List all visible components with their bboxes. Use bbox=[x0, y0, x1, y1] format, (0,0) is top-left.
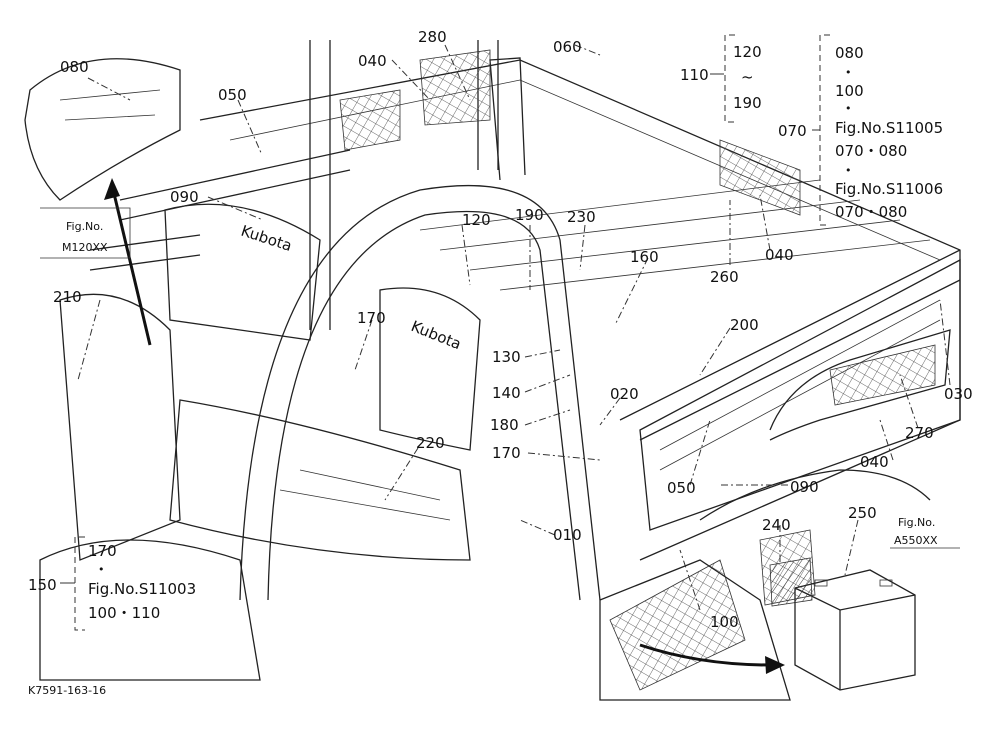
group-070-d1: • bbox=[845, 66, 852, 79]
callout-050: 050 bbox=[218, 86, 247, 104]
group-070-l3: Fig.No.S11005 bbox=[835, 119, 943, 137]
callout-220: 220 bbox=[416, 434, 445, 452]
callout-120: 120 bbox=[462, 211, 491, 229]
callout-210: 210 bbox=[53, 288, 82, 306]
kubota-logo-right: Kubota bbox=[409, 317, 464, 353]
callout-180: 180 bbox=[490, 416, 519, 434]
group-150-l2: Fig.No.S11003 bbox=[88, 580, 196, 598]
group-110-tilde: ~ bbox=[741, 68, 754, 86]
arrow-up-icon bbox=[110, 184, 152, 346]
group-070-l1: 080 bbox=[835, 44, 864, 62]
group-150-l3: 100・110 bbox=[88, 604, 160, 622]
battery-icon bbox=[769, 557, 916, 691]
figref-a550: Fig.No. A550XX bbox=[890, 516, 960, 549]
callout-150: 150 bbox=[28, 576, 57, 594]
callout-010: 010 bbox=[553, 526, 582, 544]
group-150-l1: 170 bbox=[88, 542, 117, 560]
callout-080: 080 bbox=[60, 58, 89, 76]
group-150-d1: • bbox=[98, 563, 105, 576]
figref-m120-line2: M120XX bbox=[62, 241, 108, 254]
group-070-l6: 070・080 bbox=[835, 203, 907, 221]
callout-130: 130 bbox=[492, 348, 521, 366]
callout-200: 200 bbox=[730, 316, 759, 334]
group-brackets bbox=[74, 34, 830, 631]
figref-m120: Fig.No. M120XX bbox=[40, 207, 131, 259]
group-070-d3: • bbox=[845, 164, 852, 177]
callout-260: 260 bbox=[710, 268, 739, 286]
callout-240: 240 bbox=[762, 516, 791, 534]
callout-190: 190 bbox=[515, 206, 544, 224]
callout-040: 040 bbox=[358, 52, 387, 70]
callout-050: 050 bbox=[667, 479, 696, 497]
callout-230: 230 bbox=[567, 208, 596, 226]
callout-170: 170 bbox=[492, 444, 521, 462]
group-150: 170 • Fig.No.S11003 100・110 bbox=[88, 542, 196, 622]
group-070-l4: 070・080 bbox=[835, 142, 907, 160]
group-110-bottom: 190 bbox=[733, 94, 762, 112]
group-070: 080 • 100 • Fig.No.S11005 070・080 • Fig.… bbox=[835, 44, 943, 221]
callout-labels: 080 040 280 060 110 050 090 120 190 230 … bbox=[28, 28, 973, 631]
arrow-right-icon bbox=[639, 643, 771, 667]
callout-040: 040 bbox=[860, 453, 889, 471]
callout-160: 160 bbox=[630, 248, 659, 266]
callout-090: 090 bbox=[790, 478, 819, 496]
callout-250: 250 bbox=[848, 504, 877, 522]
callout-170: 170 bbox=[357, 309, 386, 327]
callout-090: 090 bbox=[170, 188, 199, 206]
callout-070: 070 bbox=[778, 122, 807, 140]
callout-030: 030 bbox=[944, 385, 973, 403]
callout-020: 020 bbox=[610, 385, 639, 403]
callout-040: 040 bbox=[765, 246, 794, 264]
callout-060: 060 bbox=[553, 38, 582, 56]
figure-code: K7591-163-16 bbox=[28, 684, 106, 697]
kubota-logo-left: Kubota bbox=[239, 222, 294, 255]
group-110: 120 ~ 190 bbox=[733, 43, 762, 112]
group-110-top: 120 bbox=[733, 43, 762, 61]
group-070-l2: 100 bbox=[835, 82, 864, 100]
group-070-l5: Fig.No.S11006 bbox=[835, 180, 943, 198]
group-070-d2: • bbox=[845, 102, 852, 115]
callout-270: 270 bbox=[905, 424, 934, 442]
callout-100: 100 bbox=[710, 613, 739, 631]
callout-140: 140 bbox=[492, 384, 521, 402]
callout-280: 280 bbox=[418, 28, 447, 46]
figref-a550-line1: Fig.No. bbox=[898, 516, 935, 529]
callout-110: 110 bbox=[680, 66, 709, 84]
figref-m120-line1: Fig.No. bbox=[66, 220, 103, 233]
leader-lines bbox=[60, 44, 951, 611]
figref-a550-line2: A550XX bbox=[894, 534, 938, 547]
